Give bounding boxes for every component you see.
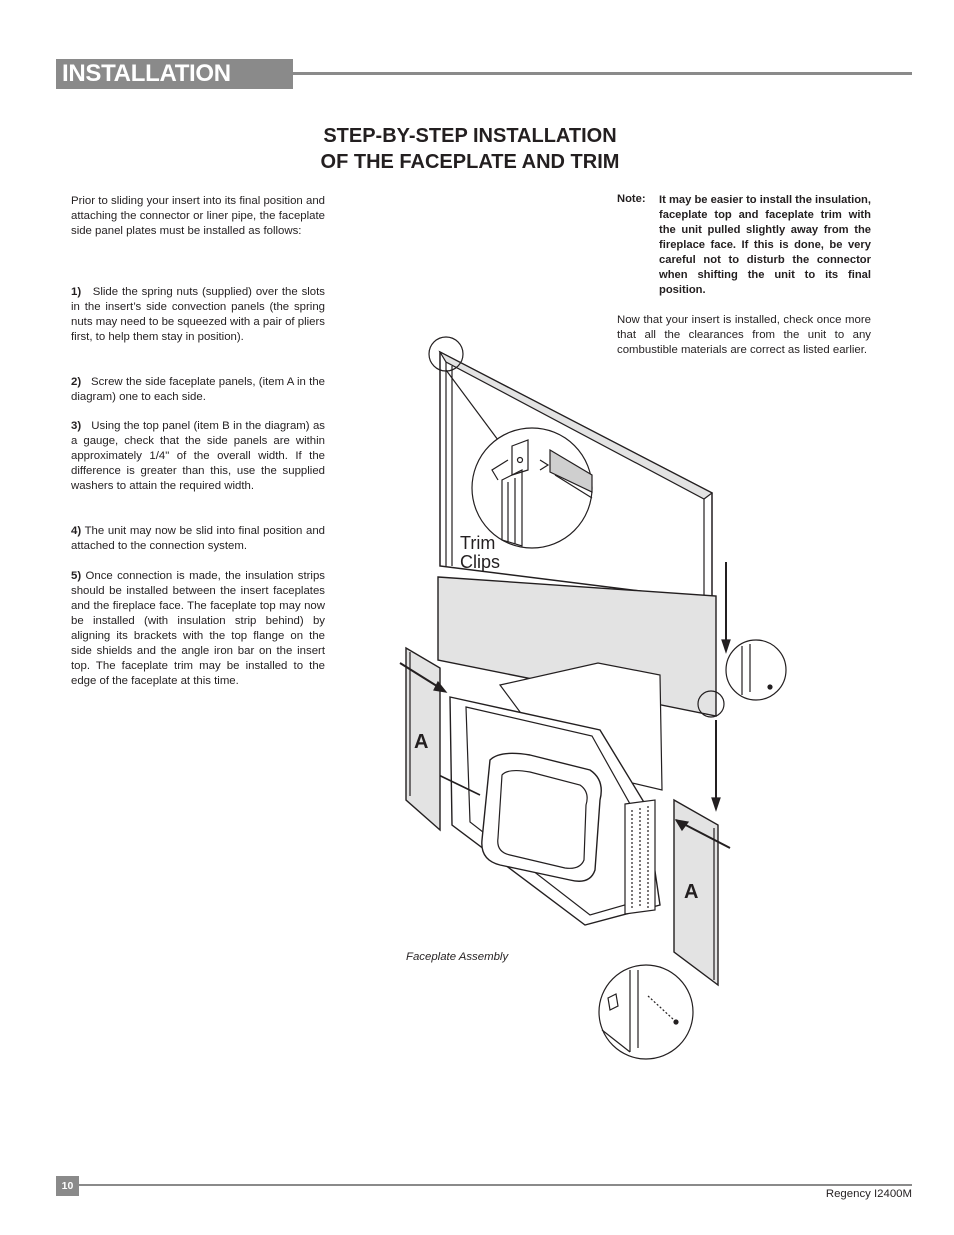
side-panel-a-right bbox=[673, 798, 731, 987]
page-title-line-2: OF THE FACEPLATE AND TRIM bbox=[320, 151, 620, 173]
step-4: 4) The unit may now be slid into final p… bbox=[71, 524, 325, 554]
bottom-screw-detail bbox=[598, 964, 694, 1060]
lower-corner-callout bbox=[697, 690, 725, 718]
step-number: 5) bbox=[71, 570, 82, 582]
step-3: 3) Using the top panel (item B in the di… bbox=[71, 419, 325, 494]
step-5: 5) Once connection is made, the insulati… bbox=[71, 569, 325, 689]
footer-model: Regency I2400M bbox=[825, 1188, 912, 1200]
insert-body bbox=[417, 662, 663, 926]
intro-paragraph: Prior to sliding your insert into its fi… bbox=[71, 195, 325, 237]
panel-a-right-label: A bbox=[684, 881, 698, 903]
panel-a-left-label: A bbox=[414, 731, 428, 753]
page-title: STEP-BY-STEP INSTALLATION OF THE FACEPLA… bbox=[200, 123, 740, 175]
step-text: Once connection is made, the insulation … bbox=[71, 570, 325, 687]
step-number: 2) bbox=[71, 376, 82, 388]
diagram-caption: Faceplate Assembly bbox=[406, 951, 509, 963]
trim-label-line-2: Clips bbox=[460, 552, 500, 572]
trim-clip-detail bbox=[471, 427, 593, 549]
step-number: 3) bbox=[71, 420, 82, 432]
side-clip-callout bbox=[725, 639, 787, 701]
footer-rule bbox=[79, 1184, 912, 1186]
note-text: It may be easier to install the insulati… bbox=[659, 194, 871, 296]
step-number: 4) bbox=[71, 525, 82, 537]
note-label: Note: bbox=[617, 193, 646, 205]
step-text: Screw the side faceplate panels, (item A… bbox=[71, 376, 325, 403]
section-header: INSTALLATION bbox=[56, 59, 293, 89]
clearance-paragraph: Now that your insert is installed, check… bbox=[617, 314, 871, 356]
side-panel-a-left bbox=[399, 646, 448, 832]
callout-leader bbox=[445, 369, 499, 441]
step-text: Using the top panel (item B in the diagr… bbox=[71, 420, 325, 492]
step-1: 1) Slide the spring nuts (supplied) over… bbox=[71, 285, 325, 345]
step-2: 2) Screw the side faceplate panels, (ite… bbox=[71, 375, 325, 405]
header-rule bbox=[293, 72, 912, 75]
step-text: The unit may now be slid into final posi… bbox=[71, 525, 325, 552]
faceplate-assembly-diagram: Trim Clips B A A bbox=[399, 336, 787, 1060]
step-text: Slide the spring nuts (supplied) over th… bbox=[71, 286, 325, 343]
page-number: 10 bbox=[56, 1176, 79, 1196]
page-title-line-1: STEP-BY-STEP INSTALLATION bbox=[323, 125, 617, 147]
step-number: 1) bbox=[71, 286, 82, 298]
trim-label-line-1: Trim bbox=[460, 533, 495, 553]
